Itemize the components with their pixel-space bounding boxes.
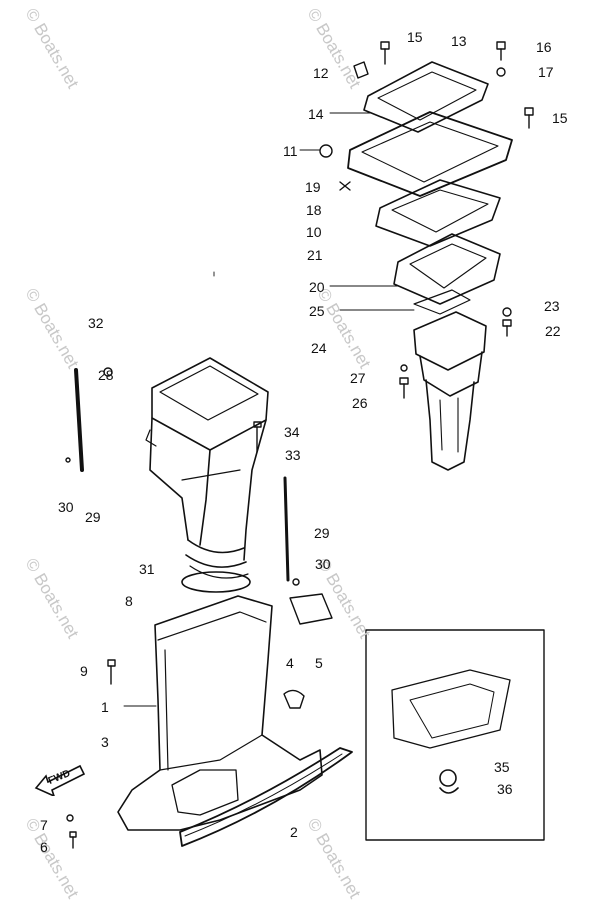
callout-6: 6 [40, 839, 48, 855]
callout-18: 18 [306, 202, 322, 218]
callout-17: 17 [538, 64, 554, 80]
exhaust-manifold [413, 311, 487, 471]
callout-19: 19 [305, 179, 321, 195]
callout-1: 1 [101, 699, 109, 715]
callout-28: 28 [98, 367, 114, 383]
callout-36: 36 [497, 781, 513, 797]
callout-24: 24 [311, 340, 327, 356]
callout-14: 14 [308, 106, 324, 122]
callout-34: 34 [284, 424, 300, 440]
callout-12: 12 [313, 65, 329, 81]
upper-casing [145, 357, 269, 593]
callout-27: 27 [350, 370, 366, 386]
callout-8: 8 [125, 593, 133, 609]
callout-16: 16 [536, 39, 552, 55]
callout-31: 31 [139, 561, 155, 577]
callout-35: 35 [494, 759, 510, 775]
fwd-arrow-icon [34, 764, 86, 796]
callout-7: 7 [40, 817, 48, 833]
exhaust-gaskets [347, 61, 513, 315]
bolts [65, 41, 534, 849]
callout-26: 26 [352, 395, 368, 411]
callout-13: 13 [451, 33, 467, 49]
callout-21: 21 [307, 247, 323, 263]
callout-3: 3 [101, 734, 109, 750]
callout-23: 23 [544, 298, 560, 314]
inset-detail [365, 629, 545, 841]
callout-9: 9 [80, 663, 88, 679]
callout-30b: 30 [315, 556, 331, 572]
leader-lines [123, 112, 415, 707]
callout-10: 10 [306, 224, 322, 240]
callout-29: 29 [85, 509, 101, 525]
callout-22: 22 [545, 323, 561, 339]
callout-5: 5 [315, 655, 323, 671]
callout-25: 25 [309, 303, 325, 319]
callout-20: 20 [309, 279, 325, 295]
callout-11: 11 [283, 143, 298, 159]
callout-4: 4 [286, 655, 294, 671]
callout-29b: 29 [314, 525, 330, 541]
callout-15b: 15 [552, 110, 568, 126]
callout-15: 15 [407, 29, 423, 45]
bottom-casing [117, 595, 353, 847]
callout-2: 2 [290, 824, 298, 840]
callout-32: 32 [88, 315, 104, 331]
callout-30: 30 [58, 499, 74, 515]
callout-33: 33 [285, 447, 301, 463]
